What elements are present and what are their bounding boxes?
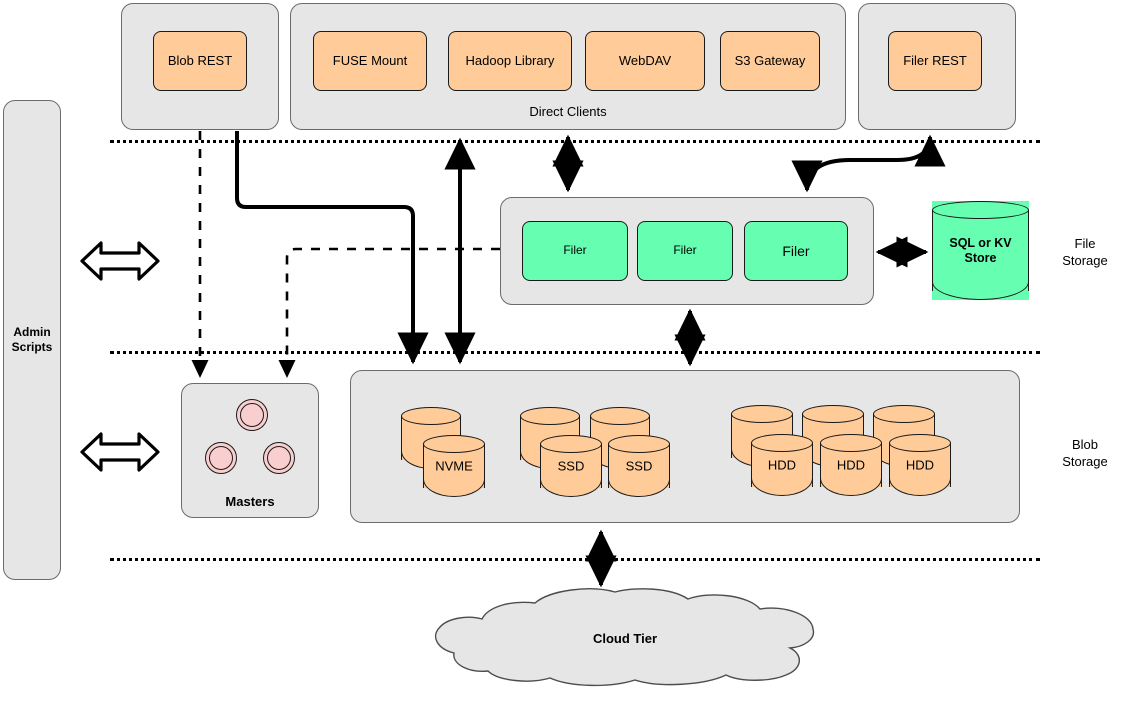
admin-to-masters-double-arrow (80, 432, 160, 472)
volume-disk-label-nvme: NVME (435, 458, 473, 474)
filer-node-2[interactable]: Filer (637, 221, 733, 281)
metastore-label-line1: SQL or KV (949, 235, 1012, 250)
masters-group (181, 383, 319, 518)
metastore-cylinder-top (932, 201, 1029, 219)
master-node-2[interactable] (205, 442, 237, 474)
client-hadoop-library[interactable]: Hadoop Library (448, 31, 572, 91)
cylinder-top (590, 407, 650, 425)
masters-label: Masters (225, 494, 275, 509)
metastore-label: SQL or KV Store (932, 236, 1029, 266)
cylinder-top (540, 435, 602, 453)
cylinder-top (520, 407, 580, 425)
volume-disk-label-hdd-2: HDD (836, 457, 866, 473)
side-label-file-storage: File Storage (1045, 236, 1121, 270)
volume-disk-hdd-front-2[interactable]: HDD (820, 434, 882, 496)
client-filer-rest[interactable]: Filer REST (888, 31, 982, 91)
side-label-file-storage-line2: Storage (1062, 252, 1108, 268)
tier-separator-clients (110, 140, 1040, 143)
volume-disk-ssd-front-1[interactable]: SSD (540, 435, 602, 497)
client-s3-gateway[interactable]: S3 Gateway (720, 31, 820, 91)
side-label-blob-storage: Blob Storage (1045, 437, 1121, 471)
admin-scripts-label: Admin Scripts (12, 325, 53, 355)
filer-node-1[interactable]: Filer (522, 221, 628, 281)
edge-filer-rest-to-filers (791, 134, 946, 193)
filer-node-3[interactable]: Filer (744, 221, 848, 281)
cylinder-top (820, 434, 882, 452)
edge-filer-to-masters (278, 247, 500, 379)
client-webdav[interactable]: WebDAV (585, 31, 705, 91)
cylinder-bottom (889, 478, 951, 496)
volume-disk-label-hdd-3: HDD (905, 457, 935, 473)
cloud-shape (435, 588, 815, 687)
metastore-cylinder-body (932, 210, 1029, 291)
volume-disk-nvme-front[interactable]: NVME (423, 435, 485, 497)
edge-blob-rest-to-volume-servers (235, 131, 429, 365)
metastore-cylinder[interactable]: SQL or KV Store (932, 201, 1029, 300)
admin-scripts-label-line1: Admin (13, 325, 51, 339)
side-label-blob-storage-line1: Blob (1071, 437, 1099, 452)
side-label-file-storage-line1: File (1074, 236, 1096, 251)
cylinder-bottom (540, 479, 602, 497)
master-node-3[interactable] (263, 442, 295, 474)
volume-disk-label-ssd-2: SSD (625, 458, 653, 474)
volume-disk-hdd-front-1[interactable]: HDD (751, 434, 813, 496)
cylinder-bottom (423, 479, 485, 497)
cylinder-top (889, 434, 951, 452)
cylinder-top (751, 434, 813, 452)
admin-scripts-label-line2: Scripts (11, 340, 53, 354)
cylinder-top (401, 407, 461, 425)
tier-separator-blob-storage (110, 558, 1040, 561)
client-fuse-mount[interactable]: FUSE Mount (313, 31, 427, 91)
volume-disk-label-ssd-1: SSD (557, 458, 585, 474)
tier-separator-file-storage (110, 351, 1040, 354)
volume-disk-hdd-front-3[interactable]: HDD (889, 434, 951, 496)
cylinder-top (873, 405, 935, 423)
direct-clients-group-label: Direct Clients (529, 104, 607, 119)
metastore-label-line2: Store (964, 250, 997, 265)
master-node-1[interactable] (236, 399, 268, 431)
cylinder-bottom (751, 478, 813, 496)
cloud-tier[interactable]: Cloud Tier (430, 585, 820, 690)
cylinder-top (608, 435, 670, 453)
side-label-blob-storage-line2: Storage (1062, 453, 1108, 469)
cylinder-top (423, 435, 485, 453)
cylinder-top (731, 405, 793, 423)
cylinder-bottom (608, 479, 670, 497)
cylinder-top (802, 405, 864, 423)
admin-scripts-panel[interactable]: Admin Scripts (3, 100, 61, 580)
volume-disk-label-hdd-1: HDD (767, 457, 797, 473)
cylinder-bottom (820, 478, 882, 496)
admin-to-filer-double-arrow (80, 241, 160, 281)
metastore-cylinder-bottom (932, 282, 1029, 300)
cloud-tier-label: Cloud Tier (592, 631, 658, 646)
client-blob-rest[interactable]: Blob REST (153, 31, 247, 91)
volume-disk-ssd-front-2[interactable]: SSD (608, 435, 670, 497)
